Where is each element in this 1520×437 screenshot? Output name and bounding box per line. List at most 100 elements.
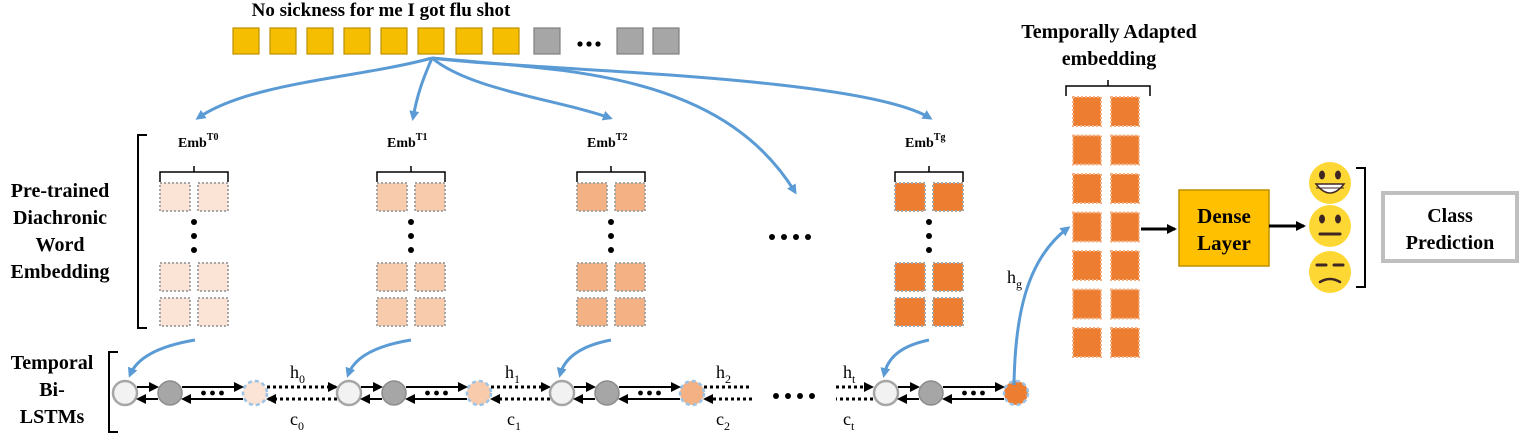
class-prediction-box: Class Prediction bbox=[1381, 191, 1519, 263]
vertical-ellipsis-dot bbox=[926, 247, 932, 253]
adapted-embedding-cell bbox=[1072, 327, 1102, 358]
word-token bbox=[492, 27, 520, 55]
embedding-cell bbox=[894, 262, 926, 292]
chain-ellipsis-dot bbox=[210, 390, 215, 396]
sentence-title: No sickness for me I got flu shot bbox=[252, 0, 511, 21]
embedding-tg: EmbTg bbox=[894, 132, 964, 327]
lstm-hidden-node bbox=[918, 380, 944, 406]
embedding-tg-label: EmbTg bbox=[905, 132, 945, 151]
adapted-embedding-cell bbox=[1110, 327, 1140, 358]
embedding-cell bbox=[376, 182, 408, 212]
hg-arrow bbox=[1012, 226, 1071, 386]
adapted-embedding-cell bbox=[1110, 134, 1140, 166]
adapted-embedding-cell bbox=[1072, 134, 1102, 166]
emoji-bracket bbox=[1356, 167, 1366, 288]
embedding-cell bbox=[576, 262, 608, 292]
hidden-cell-labels: h0 c0 h1 c1 h2 c2 ht ct bbox=[290, 362, 856, 433]
embedding-t1-label: EmbT1 bbox=[387, 132, 427, 151]
adapted-embedding-cell bbox=[1110, 288, 1140, 320]
h2-label: h2 bbox=[716, 362, 731, 386]
embedding-cell bbox=[932, 262, 964, 292]
embedding-ellipsis bbox=[769, 234, 811, 240]
chain-ellipsis-dot bbox=[443, 390, 448, 396]
padding-token bbox=[616, 27, 644, 55]
embedding-t1: EmbT1 bbox=[376, 132, 446, 327]
adapted-embedding-cell bbox=[1110, 250, 1140, 281]
lstm-output-node bbox=[241, 379, 269, 407]
pretrained-label-line4: Embedding bbox=[11, 261, 110, 283]
chain-ellipsis-dot bbox=[434, 390, 439, 396]
lstm-input-node bbox=[548, 379, 576, 407]
adapted-bracket bbox=[1065, 80, 1151, 96]
embedding-cell bbox=[414, 297, 446, 327]
embedding-cell bbox=[576, 182, 608, 212]
neutral-face-icon bbox=[1309, 205, 1351, 247]
ht-label: ht bbox=[843, 362, 856, 386]
vertical-ellipsis-dot bbox=[191, 247, 197, 253]
grinning-face-icon bbox=[1309, 162, 1351, 204]
adapted-embedding-grid bbox=[1072, 96, 1140, 358]
embedding-t2-label: EmbT2 bbox=[587, 132, 627, 151]
c1-label: c1 bbox=[507, 409, 521, 433]
lstm-output-node bbox=[1002, 379, 1030, 407]
c0-label: c0 bbox=[290, 409, 304, 433]
dense-layer-box: Dense Layer bbox=[1178, 189, 1270, 267]
class-label-line1: Class bbox=[1427, 205, 1473, 227]
embedding-to-lstm-arrows bbox=[127, 338, 930, 378]
embedding-cell bbox=[159, 297, 191, 327]
hg-label: hg bbox=[1007, 267, 1022, 291]
vertical-ellipsis-dot bbox=[408, 219, 414, 225]
token-ellipsis bbox=[577, 41, 601, 47]
word-token bbox=[455, 27, 483, 55]
pretrained-label-line3: Word bbox=[36, 234, 85, 256]
vertical-ellipsis-dot bbox=[408, 247, 414, 253]
lstm-input-node bbox=[335, 379, 363, 407]
lstm-output-node bbox=[678, 379, 706, 407]
adapted-embedding-cell bbox=[1072, 173, 1102, 204]
dense-label-line1: Dense bbox=[1197, 204, 1251, 228]
token-to-embedding-arrows bbox=[195, 56, 933, 195]
vertical-ellipsis-dot bbox=[608, 247, 614, 253]
lstm-ellipsis bbox=[773, 393, 815, 399]
vertical-ellipsis-dot bbox=[191, 219, 197, 225]
temporal-bracket bbox=[108, 351, 118, 433]
padding-token bbox=[652, 27, 680, 55]
lstm-hidden-node bbox=[157, 380, 183, 406]
adapted-title-line2: embedding bbox=[1062, 48, 1156, 70]
vertical-ellipsis-dot bbox=[608, 233, 614, 239]
lstm-output-node bbox=[465, 379, 493, 407]
embedding-cell bbox=[932, 297, 964, 327]
embedding-cell bbox=[414, 182, 446, 212]
adapted-embedding-cell bbox=[1072, 211, 1102, 243]
embedding-cell bbox=[614, 182, 646, 212]
padding-token bbox=[533, 27, 561, 55]
adapted-embedding-cell bbox=[1072, 96, 1102, 127]
lstm-hidden-node bbox=[594, 380, 620, 406]
pretrained-label: Pre-trained Diachronic Word Embedding bbox=[11, 180, 110, 283]
embedding-cell bbox=[614, 297, 646, 327]
chain-ellipsis-dot bbox=[656, 390, 661, 396]
embedding-cell bbox=[376, 297, 408, 327]
chain-ellipsis-dot bbox=[647, 390, 652, 396]
class-label-line2: Prediction bbox=[1406, 232, 1495, 254]
ct-label: ct bbox=[843, 409, 855, 433]
chain-ellipsis-dot bbox=[201, 390, 206, 396]
bilstm-chain bbox=[111, 379, 1030, 407]
temporal-label-line2: Bi- bbox=[39, 379, 65, 401]
vertical-ellipsis-dot bbox=[926, 219, 932, 225]
embedding-cell bbox=[414, 262, 446, 292]
lstm-hidden-node bbox=[381, 380, 407, 406]
c2-label: c2 bbox=[716, 409, 730, 433]
chain-ellipsis-dot bbox=[962, 390, 967, 396]
word-token bbox=[417, 27, 445, 55]
embedding-cell bbox=[894, 297, 926, 327]
word-token bbox=[269, 27, 297, 55]
embedding-cell bbox=[894, 182, 926, 212]
embedding-cell bbox=[159, 262, 191, 292]
adapted-embedding-cell bbox=[1110, 173, 1140, 204]
adapted-title-line1: Temporally Adapted bbox=[1021, 21, 1196, 43]
dense-label-line2: Layer bbox=[1197, 231, 1251, 255]
embedding-cell bbox=[197, 262, 229, 292]
embedding-cell bbox=[932, 182, 964, 212]
